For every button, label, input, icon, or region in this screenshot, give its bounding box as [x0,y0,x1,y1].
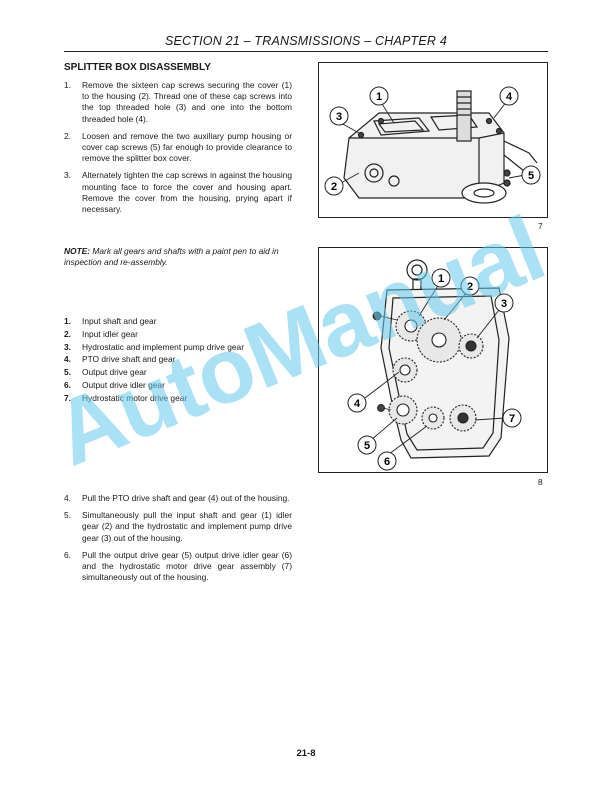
svg-text:1: 1 [376,91,382,103]
callout-1: 1 [369,86,389,106]
page-number: 21-8 [296,748,316,759]
note-label: NOTE: [64,246,91,256]
callout-3: 3 [329,106,349,126]
legend-text: Input idler gear [82,328,138,339]
legend-number: 4. [64,354,71,365]
svg-text:3: 3 [336,111,342,123]
callout-7: 7 [502,408,522,428]
legend-item: 3. Hydrostatic and implement pump drive g… [64,341,244,354]
legend-text: Input shaft and gear [82,316,157,326]
callout-4: 4 [499,86,519,106]
step-item: 4. Pull the PTO drive shaft and gear (4) … [64,493,292,504]
step-number: 6. [64,549,71,560]
note-text: Mark all gears and shafts with a paint p… [64,246,279,268]
svg-text:2: 2 [331,181,337,193]
step-text: Pull the output drive gear (5) output dr… [82,549,292,583]
svg-text:4: 4 [354,398,361,410]
callout-2: 2 [324,176,344,196]
legend-number: 6. [64,379,71,390]
figure-number: 7 [538,221,543,231]
step-text: Simultaneously pull the input shaft and … [82,510,292,543]
callout-5: 5 [521,165,541,185]
svg-text:4: 4 [506,91,513,103]
step-text: Alternately tighten the cap screws in ag… [82,170,292,215]
step-item: 6. Pull the output drive gear (5) output … [64,550,292,584]
legend-text: Output drive idler gear [82,379,165,390]
legend-item: 6. Output drive idler gear [64,379,244,392]
splitter-cover-illustration: 1 2 3 4 5 [324,86,541,204]
step-text: Remove the sixteen cap screws securing t… [82,80,292,124]
legend-text: PTO drive shaft and gear [82,354,176,365]
step-number: 2. [64,130,71,141]
step-text: Loosen and remove the two auxiliary pump… [82,130,292,164]
svg-text:3: 3 [501,298,507,310]
callout-4: 4 [347,393,367,413]
step-item: 2. Loosen and remove the two auxiliary pu… [64,131,292,165]
section-title: SPLITTER BOX DISASSEMBLY [64,62,211,73]
legend-text: Hydrostatic and implement pump drive gea… [82,341,244,352]
header-rule [64,51,548,52]
callout-1: 1 [431,268,451,288]
legend-number: 3. [64,341,71,352]
step-item: 3. Alternately tighten the cap screws in … [64,170,292,215]
legend-number: 7. [64,392,71,403]
legend-item: 5. Output drive gear [64,366,244,379]
legend-item: 2. Input idler gear [64,328,244,341]
svg-text:5: 5 [528,170,534,182]
legend-item: 1. Input shaft and gear [64,315,244,328]
figure-splitter-gears: 1 2 3 4 5 6 7 [318,247,548,473]
figure-splitter-cover: 1 2 3 4 5 [318,62,548,218]
step-item: 1. Remove the sixteen cap screws securing… [64,80,292,125]
legend-item: 7. Hydrostatic motor drive gear [64,392,244,405]
step-number: 3. [64,170,71,181]
parts-legend: 1. Input shaft and gear 2. Input idler gea… [64,315,244,405]
splitter-gears-illustration: 1 2 3 4 5 6 7 [347,259,522,471]
svg-text:7: 7 [509,413,515,425]
step-number: 1. [64,80,71,90]
svg-text:6: 6 [384,456,390,468]
steps-list-part2: 4. Pull the PTO drive shaft and gear (4) … [64,493,292,589]
legend-number: 2. [64,328,71,339]
page-header: SECTION 21 – TRANSMISSIONS – CHAPTER 4 [165,34,447,48]
legend-item: 4. PTO drive shaft and gear [64,353,244,366]
callout-6: 6 [377,451,397,471]
note-paragraph: NOTE: Mark all gears and shafts with a p… [64,246,292,268]
steps-list-part1: 1. Remove the sixteen cap screws securing… [64,80,292,221]
svg-text:1: 1 [438,273,444,285]
step-number: 5. [64,510,71,521]
callout-3: 3 [494,293,514,313]
step-item: 5. Simultaneously pull the input shaft an… [64,510,292,544]
svg-text:5: 5 [364,440,370,452]
legend-text: Hydrostatic motor drive gear [82,392,188,403]
figure-number: 8 [538,477,543,487]
step-text: Pull the PTO drive shaft and gear (4) ou… [82,493,290,503]
callout-2: 2 [460,276,480,296]
svg-text:2: 2 [467,281,473,293]
legend-number: 1. [64,316,71,326]
legend-text: Output drive gear [82,367,147,378]
step-number: 4. [64,493,71,503]
legend-number: 5. [64,367,71,378]
callout-5: 5 [357,435,377,455]
